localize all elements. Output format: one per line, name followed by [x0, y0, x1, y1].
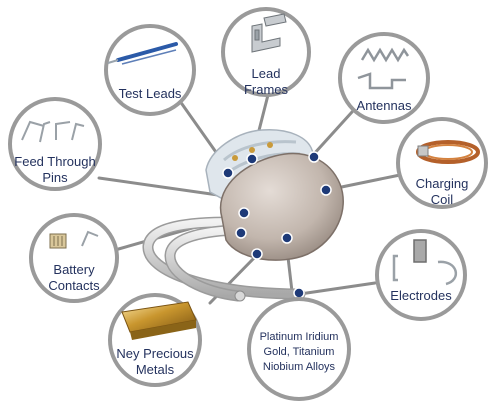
- label-alloys-1: Platinum Iridium: [260, 331, 339, 343]
- connector-electrodes: [298, 281, 377, 296]
- marker-battery-contacts: [235, 227, 247, 239]
- electrodes-photo: [392, 239, 458, 286]
- label-test-leads: Test Leads: [119, 86, 182, 101]
- marker-alloys: [281, 232, 293, 244]
- label-battery-2: Contacts: [48, 278, 100, 293]
- marker-dots: [222, 151, 332, 299]
- label-lead-frames-2: Frames: [244, 82, 289, 97]
- feed-through-pins-photo: [21, 120, 85, 143]
- label-charging-2: Coil: [431, 192, 454, 207]
- marker-charging-coil: [320, 184, 332, 196]
- test-leads-photo: [107, 42, 178, 65]
- marker-feed-through-pins: [238, 207, 250, 219]
- callout-feed-through-pins: [8, 97, 102, 191]
- marker-antennas: [308, 151, 320, 163]
- marker-precious-metals: [251, 248, 263, 260]
- connector-antennas: [311, 110, 354, 157]
- connector-lines: [97, 93, 402, 305]
- callout-antennas: [338, 32, 430, 124]
- label-precious-2: Metals: [136, 362, 175, 377]
- marker-test-leads: [222, 167, 234, 179]
- label-feed-through-2: Pins: [42, 170, 68, 185]
- connector-feed-through-pins: [97, 176, 227, 198]
- label-charging-1: Charging: [416, 176, 469, 191]
- marker-electrodes: [293, 287, 305, 299]
- marker-lead-frames: [246, 153, 258, 165]
- label-alloys-3: Niobium Alloys: [263, 361, 336, 373]
- callout-alloys: [247, 297, 351, 401]
- callout-lead-frames: [221, 7, 311, 97]
- charging-coil-photo: [416, 140, 480, 164]
- callout-labels: Test Leads Lead Frames Antennas Feed Thr…: [14, 66, 468, 377]
- callout-test-leads: [104, 24, 196, 116]
- label-lead-frames-1: Lead: [252, 66, 281, 81]
- lead-frames-photo: [251, 13, 287, 53]
- antennas-photo: [357, 47, 410, 90]
- device-leads: [142, 216, 306, 302]
- label-battery-1: Battery: [53, 262, 95, 277]
- label-feed-through-1: Feed Through: [14, 154, 95, 169]
- callout-electrodes: [375, 229, 467, 321]
- label-electrodes: Electrodes: [390, 288, 452, 303]
- device-body: [219, 152, 344, 261]
- battery-contacts-photo: [49, 230, 99, 249]
- precious-metals-photo: [121, 301, 197, 340]
- label-alloys-2: Gold, Titanium: [264, 346, 335, 358]
- label-precious-1: Ney Precious: [116, 346, 194, 361]
- label-antennas: Antennas: [357, 98, 412, 113]
